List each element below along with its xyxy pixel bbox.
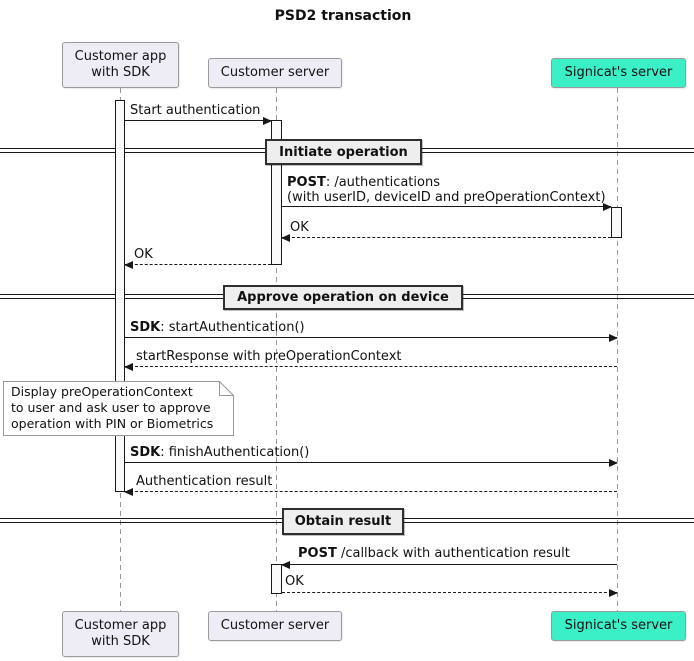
arrowhead-left-icon bbox=[124, 362, 133, 371]
divider-label-initiate-operation: Initiate operation bbox=[265, 139, 422, 165]
arrowhead-left-icon bbox=[124, 260, 133, 269]
arrowhead-left-icon bbox=[124, 487, 133, 496]
divider-label-obtain-result: Obtain result bbox=[282, 508, 404, 535]
message-label-start-authentication: Start authentication bbox=[130, 103, 261, 118]
participant-label: with SDK bbox=[91, 634, 150, 649]
divider-text: Obtain result bbox=[294, 514, 392, 529]
activation-bar-customer-server-2 bbox=[271, 564, 282, 594]
message-arrow-start-authentication bbox=[125, 116, 272, 125]
diagram-title: PSD2 transaction bbox=[274, 8, 412, 24]
message-arrow-authentication-result bbox=[124, 487, 617, 496]
lifeline-customer-server bbox=[276, 88, 277, 611]
arrowhead-right-icon bbox=[609, 588, 618, 597]
arrowhead-left-icon bbox=[281, 233, 290, 242]
message-arrow-sdk-finish-authentication bbox=[125, 458, 618, 467]
lifeline-signicat-server bbox=[617, 88, 618, 611]
participant-label: Customer server bbox=[220, 618, 330, 633]
activation-bar-customer-server-1 bbox=[271, 120, 282, 265]
participant-signicat-server-bottom: Signicat's server bbox=[551, 611, 686, 641]
divider-label-approve-operation: Approve operation on device bbox=[223, 285, 463, 310]
divider-text: Approve operation on device bbox=[237, 290, 449, 305]
message-arrow-start-response bbox=[124, 362, 617, 371]
note-shape-icon bbox=[3, 381, 234, 436]
message-arrow-post-authentications bbox=[282, 202, 612, 211]
message-label-ok-1: OK bbox=[290, 220, 309, 235]
note-line: Display preOperationContext bbox=[11, 384, 193, 399]
message-label-post-authentications-line2: (with userID, deviceID and preOperationC… bbox=[287, 190, 606, 205]
message-arrow-ok-to-signicat bbox=[282, 588, 618, 597]
participant-customer-server-bottom: Customer server bbox=[208, 611, 342, 641]
activation-bar-customer-app bbox=[115, 100, 125, 492]
participant-label: with SDK bbox=[91, 65, 150, 80]
message-label-post-callback: POST /callback with authentication resul… bbox=[298, 546, 570, 561]
participant-label: Signicat's server bbox=[564, 618, 673, 633]
message-arrow-ok-to-customer-app bbox=[124, 260, 271, 269]
note-display-preoperationcontext: Display preOperationContext to user and … bbox=[3, 381, 234, 436]
note-text: Display preOperationContext to user and … bbox=[11, 384, 213, 432]
note-line: operation with PIN or Biometrics bbox=[11, 416, 214, 431]
message-label-authentication-result: Authentication result bbox=[136, 474, 273, 489]
arrowhead-right-icon bbox=[609, 333, 618, 342]
message-arrow-post-callback bbox=[281, 560, 617, 569]
participant-label: Customer server bbox=[220, 65, 330, 80]
message-label-post-authentications: POST: /authentications bbox=[287, 175, 440, 190]
message-label-start-response: startResponse with preOperationContext bbox=[136, 349, 402, 364]
message-label-ok-3: OK bbox=[285, 574, 304, 589]
participant-customer-app-bottom: Customer app with SDK bbox=[62, 611, 179, 657]
message-label-ok-2: OK bbox=[134, 247, 153, 262]
note-line: to user and ask user to approve bbox=[11, 400, 211, 415]
activation-bar-signicat-server bbox=[611, 207, 622, 238]
participant-signicat-server-top: Signicat's server bbox=[551, 58, 686, 88]
participant-customer-app-top: Customer app with SDK bbox=[62, 42, 179, 88]
message-arrow-ok-to-customer-server bbox=[281, 233, 611, 242]
arrowhead-right-icon bbox=[263, 116, 272, 125]
participant-label: Signicat's server bbox=[564, 65, 673, 80]
arrowhead-right-icon bbox=[609, 458, 618, 467]
participant-label: Customer app bbox=[74, 49, 167, 64]
arrowhead-right-icon bbox=[603, 202, 612, 211]
divider-text: Initiate operation bbox=[279, 144, 408, 160]
arrowhead-left-icon bbox=[281, 560, 290, 569]
message-arrow-sdk-start-authentication bbox=[125, 333, 618, 342]
participant-label: Customer app bbox=[74, 618, 167, 633]
participant-customer-server-top: Customer server bbox=[208, 58, 342, 88]
message-label-sdk-start-authentication: SDK: startAuthentication() bbox=[130, 320, 305, 335]
message-label-sdk-finish-authentication: SDK: finishAuthentication() bbox=[130, 445, 310, 460]
